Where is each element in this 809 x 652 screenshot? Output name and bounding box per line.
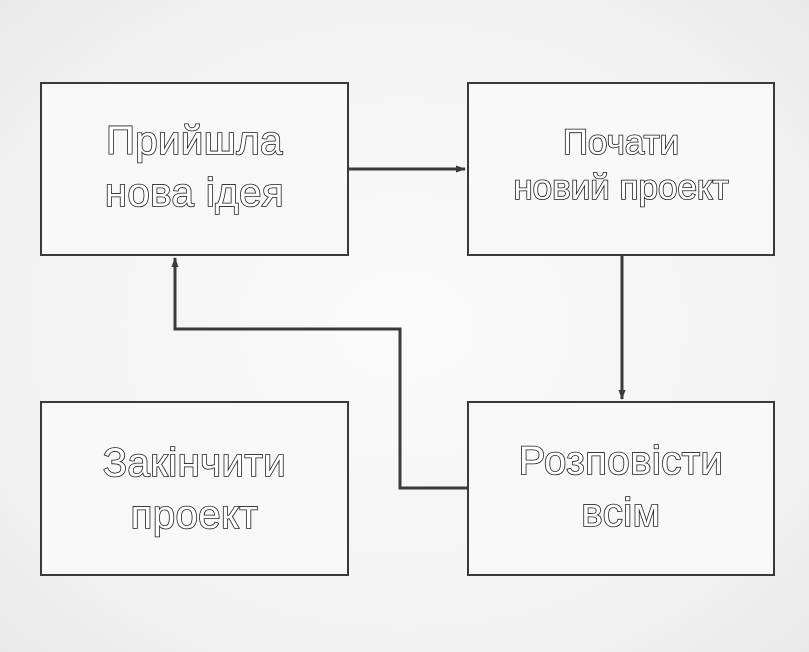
- box-tell-everyone-label: Розповісти всім: [518, 438, 724, 536]
- box-tell-everyone: Розповісти всім: [467, 401, 775, 576]
- box-start-project: Почати новий проект: [467, 82, 775, 256]
- box-finish-project: Закінчити проект: [40, 401, 349, 576]
- box-new-idea: Прийшла нова ідея: [40, 82, 349, 256]
- box-new-idea-label: Прийшла нова ідея: [104, 118, 285, 216]
- box-finish-project-label: Закінчити проект: [102, 440, 287, 538]
- box-start-project-label: Почати новий проект: [513, 122, 730, 208]
